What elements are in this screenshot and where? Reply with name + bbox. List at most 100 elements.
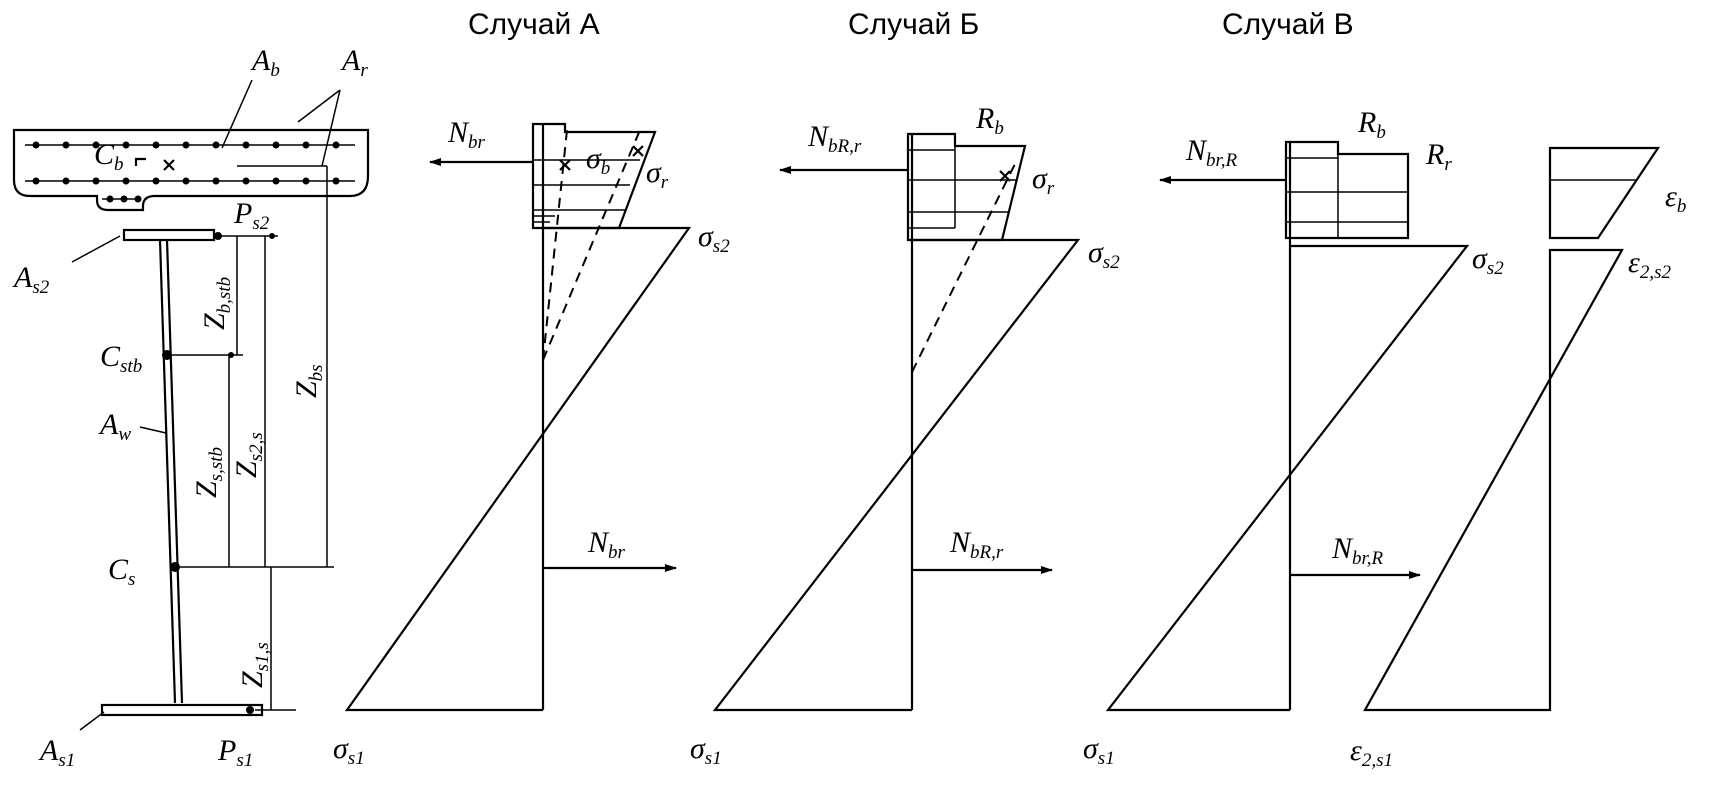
c-s-point <box>170 562 180 572</box>
p-s2-arrow-dot <box>269 233 275 239</box>
label-z-s2-s: Zs2,s <box>230 432 267 478</box>
rebar-dot <box>272 177 280 185</box>
case-b-label-sigma-s2: σs2 <box>1088 236 1120 273</box>
case-b-sigma-r-marker <box>999 170 1011 182</box>
rebar-dot <box>332 177 340 185</box>
label-c-b: Cb <box>94 138 124 175</box>
label-p-s2: Ps2 <box>233 197 270 234</box>
rebar-dot <box>302 141 310 149</box>
cb-cross-marker <box>163 159 175 171</box>
case-c-concrete-strain-block <box>1548 146 1661 240</box>
rebar-dot <box>106 195 114 203</box>
rebar-dot <box>152 177 160 185</box>
case-b-label-sigma-r: σr <box>1032 162 1055 199</box>
case-a-sigma-r-marker <box>632 145 644 157</box>
case-a-label-n-br-bottom: Nbr <box>587 526 626 563</box>
case-a-label-sigma-r: σr <box>646 156 669 193</box>
label-z-bs: Zbs <box>290 364 327 398</box>
steel-web-right <box>165 239 184 704</box>
leader-a-r-2 <box>321 89 341 167</box>
label-c-stb: Cstb <box>100 340 142 377</box>
label-a-b: Ab <box>250 44 280 81</box>
case-b-label-r-b: Rb <box>975 102 1004 139</box>
leader-a-s1 <box>79 711 105 731</box>
case-c-label-eps-2-s2: ε2,s2 <box>1628 246 1671 283</box>
rebar-dot <box>242 141 250 149</box>
label-z-s-stb: Zs,stb <box>190 447 227 498</box>
steel-web-left <box>158 239 177 704</box>
rebar-dot <box>62 141 70 149</box>
case-c-steel-stress-diagram <box>1105 244 1470 712</box>
case-b-dashed-sigma-r <box>911 163 1016 373</box>
case-a-steel-stress-diagram <box>344 226 692 712</box>
case-b-label-sigma-s1: σs1 <box>690 732 722 769</box>
rebar-dot <box>332 141 340 149</box>
rebar-dot <box>92 141 100 149</box>
leader-a-b <box>221 79 253 149</box>
rebar-dot <box>212 177 220 185</box>
rebar-dot <box>182 141 190 149</box>
label-a-w: Aw <box>98 408 131 445</box>
case-c-diagram <box>1105 140 1661 712</box>
rebar-dot <box>212 141 220 149</box>
rebar-dot <box>62 177 70 185</box>
rebar-dot <box>134 195 142 203</box>
label-c-s: Cs <box>108 553 135 590</box>
case-a-title: Случай А <box>468 8 600 41</box>
rebar-dot <box>120 195 128 203</box>
case-b-diagram <box>712 132 1081 712</box>
bottom-steel-flange <box>100 703 264 717</box>
cross-section <box>12 79 370 731</box>
deck-slab-outline <box>12 128 370 212</box>
rebar-dot <box>92 177 100 185</box>
case-a-dashed-sigma-r <box>542 129 641 361</box>
rebar-dot <box>182 177 190 185</box>
case-a-label-sigma-b: σb <box>586 142 610 179</box>
case-a-label-sigma-s1: σs1 <box>333 732 365 769</box>
rebar-dot <box>32 177 40 185</box>
label-a-s1: As1 <box>38 734 75 771</box>
rebar-dot <box>242 177 250 185</box>
case-a-label-sigma-s2: σs2 <box>698 220 730 257</box>
case-c-label-sigma-s1: σs1 <box>1083 732 1115 769</box>
case-a-concrete-stress-block <box>531 122 657 230</box>
case-a-diagram <box>344 122 692 712</box>
case-a-sigma-b-marker <box>559 159 571 171</box>
p-s2-point <box>214 232 222 240</box>
rebar-dot <box>122 177 130 185</box>
label-z-s1-s: Zs1,s <box>236 642 273 688</box>
case-c-label-n-bottom: Nbr,R <box>1331 532 1384 569</box>
case-c-steel-strain-diagram <box>1363 248 1624 712</box>
case-b-label-n-top: NbR,r <box>807 120 862 157</box>
case-a-label-n-br-top: Nbr <box>447 116 486 153</box>
case-c-label-n-top: Nbr,R <box>1185 134 1238 171</box>
label-p-s1: Ps1 <box>217 734 253 771</box>
case-b-title: Случай Б <box>848 8 979 41</box>
label-a-s2: As2 <box>12 261 50 298</box>
leader-a-r-1 <box>297 89 341 123</box>
rebar-dot <box>302 177 310 185</box>
leader-a-w <box>139 426 167 434</box>
p-s1-point <box>246 706 254 714</box>
case-b-concrete-stress-block <box>906 132 1027 242</box>
label-a-r: Ar <box>340 44 368 81</box>
top-steel-flange <box>122 228 216 242</box>
case-c-label-sigma-s2: σs2 <box>1472 242 1504 279</box>
case-c-label-eps-2-s1: ε2,s1 <box>1350 734 1393 771</box>
case-b-label-n-bottom: NbR,r <box>949 526 1004 563</box>
label-z-b-stb: Zb,stb <box>198 277 235 330</box>
case-c-label-r-r: Rr <box>1425 138 1452 175</box>
case-c-label-r-b: Rb <box>1357 106 1386 143</box>
rebar-dot <box>122 141 130 149</box>
rebar-dot <box>152 141 160 149</box>
case-c-label-eps-b: εb <box>1665 180 1686 217</box>
case-c-title: Случай В <box>1222 8 1354 41</box>
rebar-dot <box>272 141 280 149</box>
case-c-concrete-stress-block <box>1284 140 1410 240</box>
cb-bracket <box>134 157 146 166</box>
rebar-dot <box>32 141 40 149</box>
rebar-dots <box>32 141 340 203</box>
c-stb-point <box>162 350 172 360</box>
